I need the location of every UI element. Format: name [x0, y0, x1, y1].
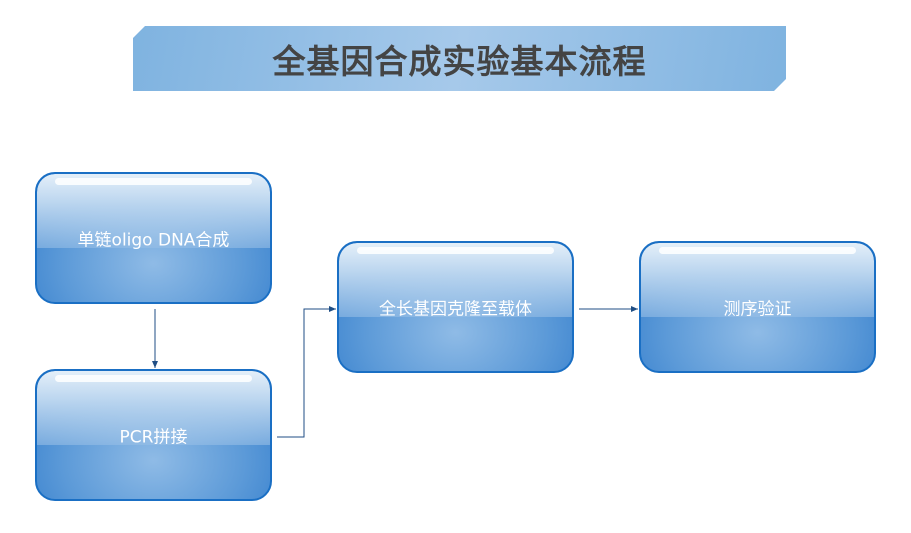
step-label: 测序验证	[723, 299, 792, 320]
page-title: 全基因合成实验基本流程	[272, 41, 647, 81]
step-sequencing: 测序验证	[639, 241, 876, 373]
arrow-step2-to-step3	[277, 306, 336, 438]
step-label: 单链oligo DNA合成	[77, 230, 230, 251]
title-banner: 全基因合成实验基本流程	[133, 26, 786, 91]
step-pcr-assembly: PCR拼接	[35, 369, 272, 501]
step-oligo-synthesis: 单链oligo DNA合成	[35, 172, 272, 304]
step-label: PCR拼接	[119, 427, 188, 448]
step-cloning: 全长基因克隆至载体	[337, 241, 574, 373]
step-label: 全长基因克隆至载体	[379, 299, 532, 320]
